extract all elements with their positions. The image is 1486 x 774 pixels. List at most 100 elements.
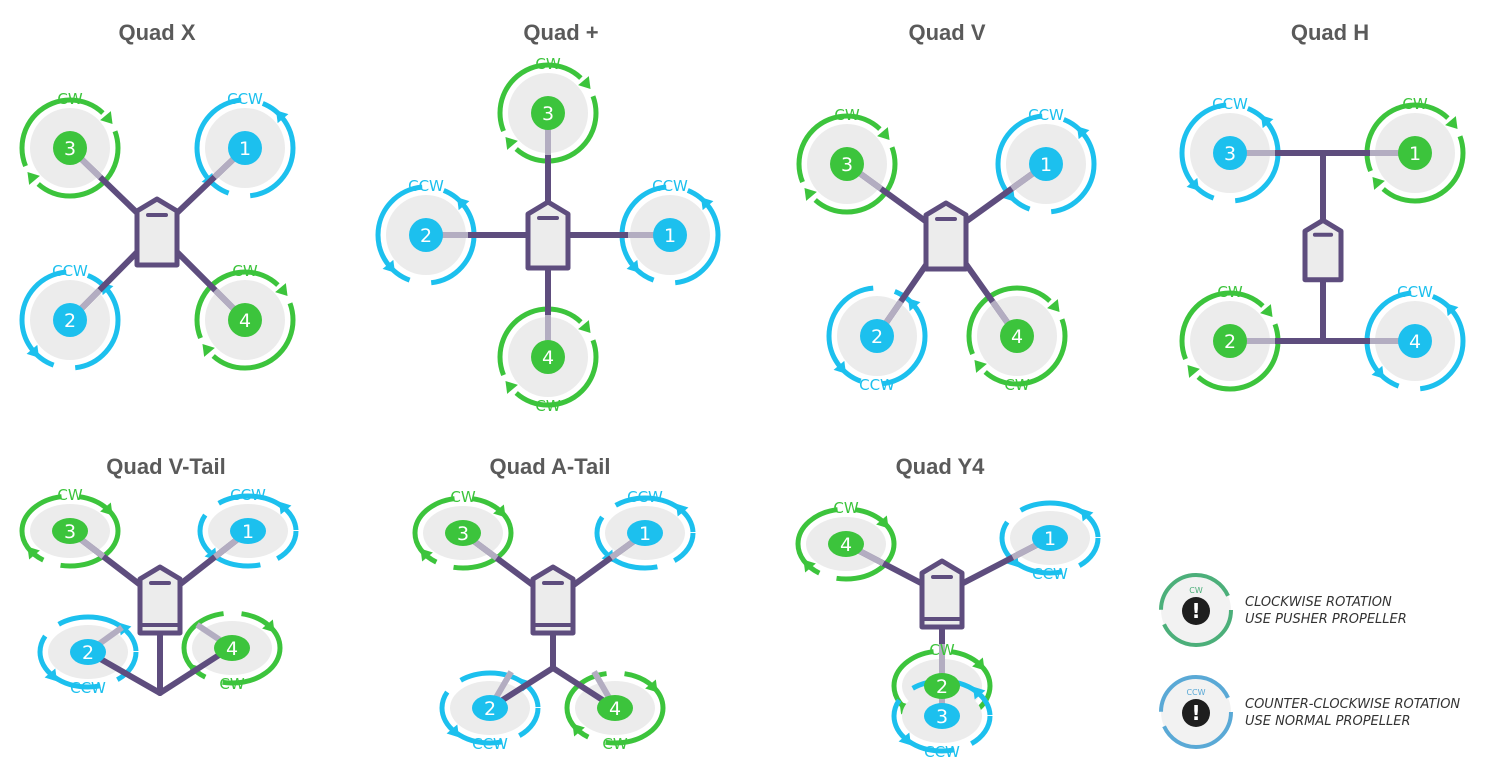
motor-hub: 3CW bbox=[830, 106, 864, 181]
rotation-ring bbox=[19, 97, 121, 199]
rotation-arrow-icon bbox=[803, 559, 816, 573]
rotation-arrow-icon bbox=[456, 197, 470, 211]
motor-hub: 4CW bbox=[531, 340, 565, 415]
motor-hub-dot bbox=[531, 340, 565, 374]
rotation-label: CCW bbox=[227, 90, 263, 108]
motor-hub-dot bbox=[52, 518, 88, 544]
motor-hub-dot bbox=[1398, 324, 1432, 358]
motor-number: 4 bbox=[1409, 331, 1421, 353]
legend-badge: CCW bbox=[1186, 688, 1205, 697]
rotation-arrow-icon bbox=[974, 359, 987, 373]
rotation-arrow-icon bbox=[202, 343, 215, 357]
legend-badge: CW bbox=[1189, 586, 1203, 595]
motor-hub: 3CW bbox=[53, 90, 87, 165]
motor-hub-dot bbox=[924, 703, 960, 729]
motor-hub-dot bbox=[627, 520, 663, 546]
rotation-arrow-icon bbox=[446, 724, 460, 738]
motor-number: 1 bbox=[664, 225, 676, 247]
motor-number: 1 bbox=[239, 138, 251, 160]
rotation-label: CW bbox=[232, 262, 257, 280]
rotation-label: CCW bbox=[859, 376, 895, 394]
flight-controller-body bbox=[919, 558, 965, 630]
motor-hub: 1 CCW bbox=[227, 90, 263, 165]
motor-hub-dot bbox=[1213, 324, 1247, 358]
rotation-label: CCW bbox=[472, 735, 508, 753]
diagram-title: Quad X bbox=[118, 20, 195, 45]
rotation-arrow-icon bbox=[1076, 126, 1090, 140]
rotation-arrow-icon bbox=[626, 259, 640, 273]
motor-hub-dot bbox=[597, 695, 633, 721]
motor-number: 4 bbox=[840, 534, 852, 556]
motor-number: 3 bbox=[457, 523, 469, 545]
rotation-label: CW bbox=[602, 735, 627, 753]
motor-hub: 4CW bbox=[228, 262, 262, 337]
rotation-ring bbox=[999, 500, 1101, 576]
legend-line1: COUNTER-CLOCKWISE ROTATION bbox=[1245, 697, 1460, 712]
rotation-arrow-icon bbox=[645, 679, 658, 693]
motor-number: 2 bbox=[420, 225, 432, 247]
rotation-arrow-icon bbox=[1445, 116, 1458, 130]
rotation-ring bbox=[795, 506, 897, 582]
motor-number: 2 bbox=[484, 698, 496, 720]
motor-hub-dot bbox=[830, 147, 864, 181]
rotation-arrow-icon bbox=[44, 668, 58, 682]
rotation-arrow-icon bbox=[1371, 365, 1385, 379]
motor-hub-dot bbox=[828, 531, 864, 557]
motor-number: 2 bbox=[871, 326, 883, 348]
rotation-arrow-icon bbox=[877, 127, 890, 141]
motor-number: 3 bbox=[64, 138, 76, 160]
motor-hub: 2 CW bbox=[924, 641, 960, 699]
motor-hub: 4CW bbox=[214, 635, 250, 693]
motor-number: 3 bbox=[542, 103, 554, 125]
rotation-label: CW bbox=[219, 675, 244, 693]
diagram-title: Quad V-Tail bbox=[106, 454, 225, 479]
rotation-ring bbox=[194, 97, 296, 199]
motor-number: 1 bbox=[639, 523, 651, 545]
rotation-label: CCW bbox=[1028, 106, 1064, 124]
motor-hub: 4CW bbox=[1000, 319, 1034, 394]
rotation-arrow-icon bbox=[100, 502, 113, 516]
rotation-ring bbox=[412, 495, 514, 571]
motor-number: 3 bbox=[841, 154, 853, 176]
motor-hub-dot bbox=[1398, 136, 1432, 170]
motor-hub: 4CW bbox=[828, 499, 864, 557]
rotation-arrow-icon bbox=[27, 171, 40, 185]
rotation-arrow-icon bbox=[100, 111, 113, 125]
diagram-title: Quad Y4 bbox=[896, 454, 986, 479]
rotation-label: CW bbox=[535, 397, 560, 415]
rotation-arrow-icon bbox=[26, 344, 40, 358]
rotation-arrow-icon bbox=[1260, 115, 1274, 129]
rotation-label: CW bbox=[929, 641, 954, 659]
motor-hub-dot bbox=[1213, 136, 1247, 170]
motor-hub: 3CW bbox=[445, 488, 481, 546]
legend-line2: USE PUSHER PROPELLER bbox=[1245, 612, 1407, 627]
motor-hub-dot bbox=[409, 218, 443, 252]
rotation-label: CW bbox=[535, 55, 560, 73]
rotation-arrow-icon bbox=[876, 515, 889, 529]
motor-number: 2 bbox=[936, 676, 948, 698]
motor-number: 2 bbox=[1224, 331, 1236, 353]
flight-controller-body bbox=[525, 199, 571, 271]
legend-line1: CLOCKWISE ROTATION bbox=[1245, 595, 1392, 610]
motor-hub: 1CW bbox=[1398, 95, 1432, 170]
motor-number: 1 bbox=[1044, 528, 1056, 550]
rotation-ring bbox=[194, 269, 296, 371]
rotation-label: CW bbox=[1004, 376, 1029, 394]
rotation-arrow-icon bbox=[420, 548, 433, 562]
rotation-arrow-icon bbox=[505, 380, 518, 394]
rotation-ring bbox=[19, 493, 121, 569]
rotation-arrow-icon bbox=[972, 657, 985, 671]
rotation-label: CCW bbox=[70, 679, 106, 697]
motor-number: 3 bbox=[1224, 143, 1236, 165]
motor-number: 3 bbox=[936, 706, 948, 728]
motor-hub-dot bbox=[53, 131, 87, 165]
